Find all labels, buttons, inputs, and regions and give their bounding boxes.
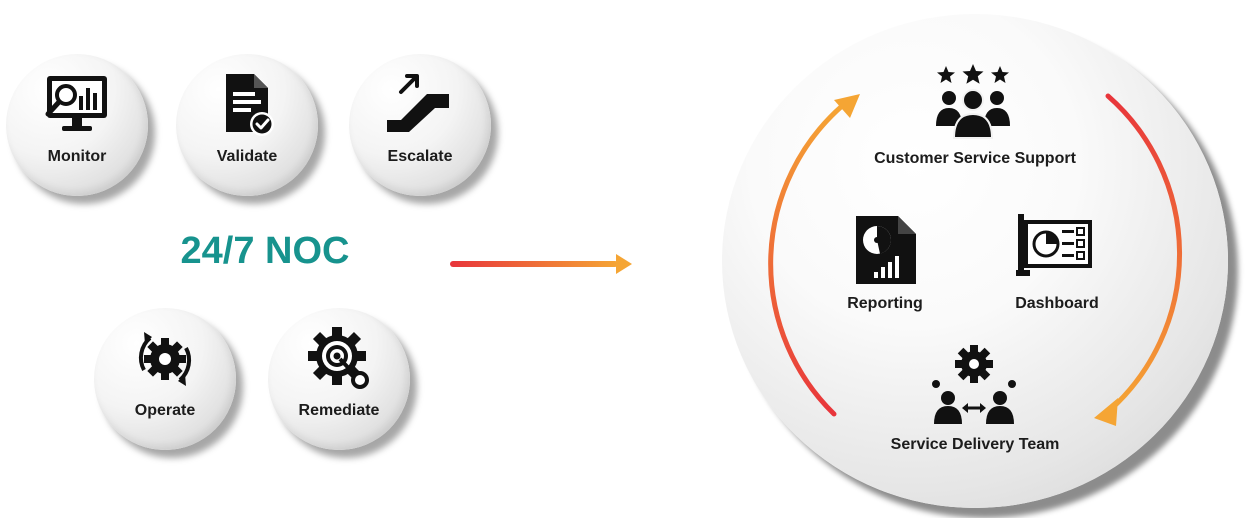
stage-monitor: Monitor xyxy=(6,54,148,196)
team-gear-icon xyxy=(932,345,1016,424)
dashboard-label: Dashboard xyxy=(1015,295,1099,312)
gear-cycle-icon xyxy=(138,332,192,386)
stage-remediate: Remediate xyxy=(268,308,410,450)
report-chart-icon xyxy=(856,216,916,284)
stage-label: Operate xyxy=(134,402,196,419)
dashboard-board-icon xyxy=(1016,214,1092,276)
stage-label: Monitor xyxy=(47,148,107,165)
noc-title: 24/7 NOC xyxy=(180,230,350,272)
cycle-arc-left xyxy=(768,103,845,417)
gear-target-key-icon xyxy=(308,327,369,389)
document-check-icon xyxy=(226,74,274,136)
stage-label: Escalate xyxy=(387,148,453,165)
cycle-arrowhead-left xyxy=(834,94,860,118)
stage-escalate: Escalate xyxy=(349,54,491,196)
flow-arrow xyxy=(450,254,632,274)
monitor-analytics-icon xyxy=(45,76,107,131)
cycle-arrows xyxy=(768,93,1183,426)
reporting-label: Reporting xyxy=(847,295,923,312)
stage-label: Validate xyxy=(216,148,278,165)
stage-operate: Operate xyxy=(94,308,236,450)
service-delivery-team-label: Service Delivery Team xyxy=(890,436,1060,453)
cycle-arrowhead-right xyxy=(1094,398,1118,426)
stage-validate: Validate xyxy=(176,54,318,196)
team-stars-icon xyxy=(936,64,1010,139)
stage-label: Remediate xyxy=(298,402,380,419)
customer-service-support-label: Customer Service Support xyxy=(874,150,1076,167)
escalator-icon xyxy=(387,74,449,132)
cycle-arc-right xyxy=(1105,93,1183,413)
